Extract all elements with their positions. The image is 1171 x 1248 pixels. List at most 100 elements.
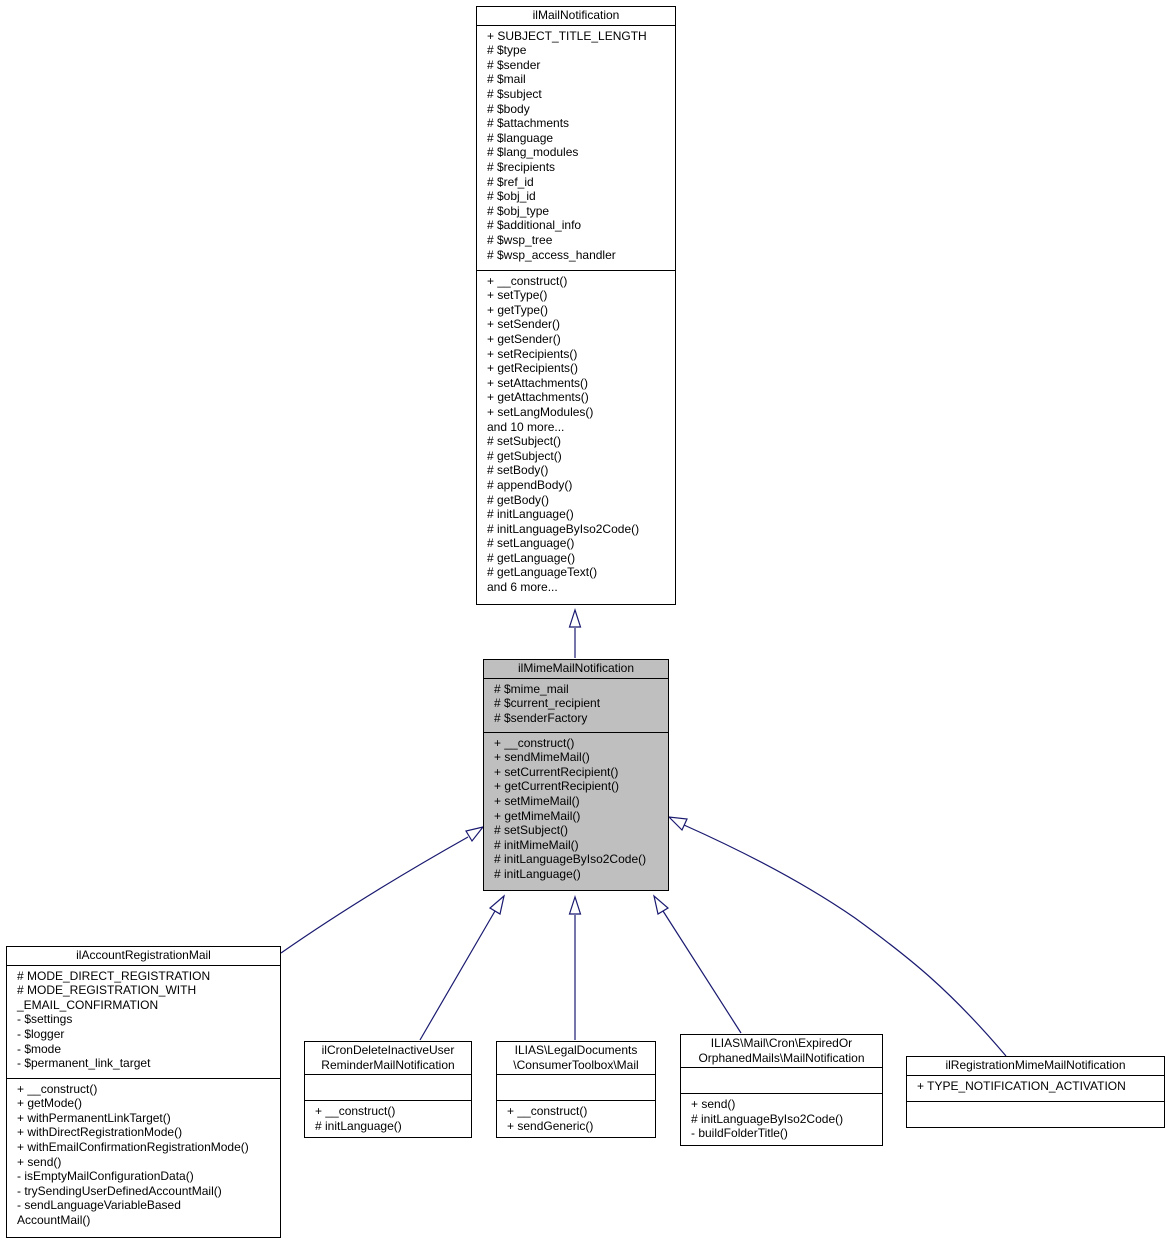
member: - isEmptyMailConfigurationData(): [17, 1169, 194, 1184]
class-ilcrondeleteinactiveuserremindermailnotification[interactable]: ilCronDeleteInactiveUser ReminderMailNot…: [304, 1041, 472, 1139]
member: + send(): [691, 1097, 736, 1112]
attributes: [681, 1068, 882, 1093]
class-ilregistrationmimemailnotification[interactable]: ilRegistrationMimeMailNotification + TYP…: [906, 1056, 1165, 1128]
class-ilmimemailnotification[interactable]: ilMimeMailNotification # $mime_mail# $cu…: [483, 659, 669, 891]
member: + setRecipients(): [487, 346, 578, 361]
edge-expired-to-mime: [662, 910, 742, 1034]
member: - $settings: [17, 1012, 73, 1027]
attributes: + TYPE_NOTIFICATION_ACTIVATION: [907, 1076, 1164, 1101]
member: # $senderFactory: [494, 710, 588, 725]
class-name: ilAccountRegistrationMail: [7, 947, 280, 966]
member: # $mail: [487, 72, 526, 87]
class-ilaccountregistrationmail[interactable]: ilAccountRegistrationMail # MODE_DIRECT_…: [6, 946, 281, 1238]
arrowhead-mime-account: [465, 826, 485, 843]
member: + __construct(): [17, 1081, 98, 1096]
member: # appendBody(): [487, 477, 573, 492]
class-name: ILIAS\LegalDocuments \ConsumerToolbox\Ma…: [497, 1042, 655, 1076]
attributes: # MODE_DIRECT_REGISTRATION# MODE_REGISTR…: [7, 966, 280, 1078]
member: + getMimeMail(): [494, 808, 581, 823]
member: - sendLanguageVariableBased AccountMail(…: [17, 1198, 181, 1227]
member: + getAttachments(): [487, 390, 589, 405]
member: # $type: [487, 43, 527, 58]
member: # getSubject(): [487, 448, 562, 463]
member: # $subject: [487, 86, 542, 101]
member: # $mime_mail: [494, 681, 569, 696]
member: # MODE_REGISTRATION_WITH _EMAIL_CONFIRMA…: [17, 983, 197, 1012]
member: + getRecipients(): [487, 361, 579, 376]
arrowhead-mailnotification: [568, 608, 582, 628]
member: + SUBJECT_TITLE_LENGTH: [487, 28, 647, 43]
member: + setSender(): [487, 317, 561, 332]
member: + __construct(): [507, 1104, 588, 1119]
member: + sendMimeMail(): [494, 750, 590, 765]
methods: + __construct()# initLanguage(): [305, 1100, 471, 1137]
class-expiredororphanedmails-mailnotification[interactable]: ILIAS\Mail\Cron\ExpiredOr OrphanedMails\…: [680, 1034, 883, 1147]
methods: + __construct()+ sendMimeMail()+ setCurr…: [484, 731, 668, 890]
member: + __construct(): [315, 1104, 396, 1119]
member: # MODE_DIRECT_REGISTRATION: [17, 968, 211, 983]
arrowhead-mime-cron: [488, 894, 505, 915]
arrowhead-mime-expired: [653, 894, 670, 915]
edge-account-to-mime: [280, 836, 469, 954]
member: + getType(): [487, 302, 549, 317]
methods: [907, 1100, 1164, 1127]
member: # $current_recipient: [494, 696, 601, 711]
member: # $attachments: [487, 116, 570, 131]
edge-registration-to-mime: [683, 824, 1007, 1057]
arrowhead-mime-toolbox: [568, 895, 582, 915]
member: # initMimeMail(): [494, 837, 579, 852]
member: + getSender(): [487, 331, 561, 346]
member: - trySendingUserDefinedAccountMail(): [17, 1183, 222, 1198]
member: # $wsp_tree: [487, 232, 553, 247]
member: + getMode(): [17, 1096, 83, 1111]
methods: + __construct()+ getMode()+ withPermanen…: [7, 1077, 280, 1237]
class-name: ilRegistrationMimeMailNotification: [907, 1057, 1164, 1076]
member: # initLanguageByIso2Code(): [487, 521, 640, 536]
member: # $ref_id: [487, 174, 534, 189]
methods: + __construct()+ sendGeneric(): [497, 1100, 655, 1137]
member: # getLanguageText(): [487, 565, 598, 580]
member: # initLanguage(): [494, 866, 581, 881]
member: # getLanguage(): [487, 550, 576, 565]
member: - $permanent_link_target: [17, 1056, 151, 1071]
attributes: [497, 1075, 655, 1100]
member: - buildFolderTitle(): [691, 1126, 788, 1141]
member: # $lang_modules: [487, 145, 579, 160]
member: # $sender: [487, 57, 541, 72]
arrowhead-mime-registration: [667, 816, 688, 832]
member: # $obj_id: [487, 189, 536, 204]
member: # $obj_type: [487, 203, 550, 218]
member: + setAttachments(): [487, 375, 589, 390]
edge-cron-to-mime: [419, 910, 496, 1041]
member: # initLanguageByIso2Code(): [691, 1111, 844, 1126]
class-name: ilCronDeleteInactiveUser ReminderMailNot…: [305, 1042, 471, 1076]
member: + TYPE_NOTIFICATION_ACTIVATION: [917, 1078, 1126, 1093]
class-name: ilMimeMailNotification: [484, 660, 668, 679]
attributes: # $mime_mail# $current_recipient# $sende…: [484, 679, 668, 732]
member: # $recipients: [487, 159, 556, 174]
member: # $wsp_access_handler: [487, 247, 616, 262]
member: + withDirectRegistrationMode(): [17, 1125, 183, 1140]
member: # setSubject(): [487, 434, 562, 449]
member: + send(): [17, 1154, 62, 1169]
member: and 6 more...: [487, 580, 558, 595]
member: + sendGeneric(): [507, 1118, 594, 1133]
member: + setMimeMail(): [494, 793, 580, 808]
member: + withEmailConfirmationRegistrationMode(…: [17, 1139, 249, 1154]
methods: + __construct()+ setType()+ getType()+ s…: [477, 269, 675, 604]
member: + setType(): [487, 288, 548, 303]
member: - $mode: [17, 1041, 62, 1056]
member: + getCurrentRecipient(): [494, 779, 620, 794]
member: + __construct(): [494, 735, 575, 750]
member: and 10 more...: [487, 419, 565, 434]
member: # setLanguage(): [487, 536, 575, 551]
class-name: ILIAS\Mail\Cron\ExpiredOr OrphanedMails\…: [681, 1035, 882, 1069]
class-name: ilMailNotification: [477, 7, 675, 26]
member: - $logger: [17, 1026, 65, 1041]
attributes: + SUBJECT_TITLE_LENGTH# $type# $sender# …: [477, 26, 675, 270]
attributes: [305, 1075, 471, 1100]
class-consumertoolbox-mail[interactable]: ILIAS\LegalDocuments \ConsumerToolbox\Ma…: [496, 1041, 656, 1139]
class-ilmailnotification[interactable]: ilMailNotification + SUBJECT_TITLE_LENGT…: [476, 6, 676, 605]
member: # setBody(): [487, 463, 549, 478]
